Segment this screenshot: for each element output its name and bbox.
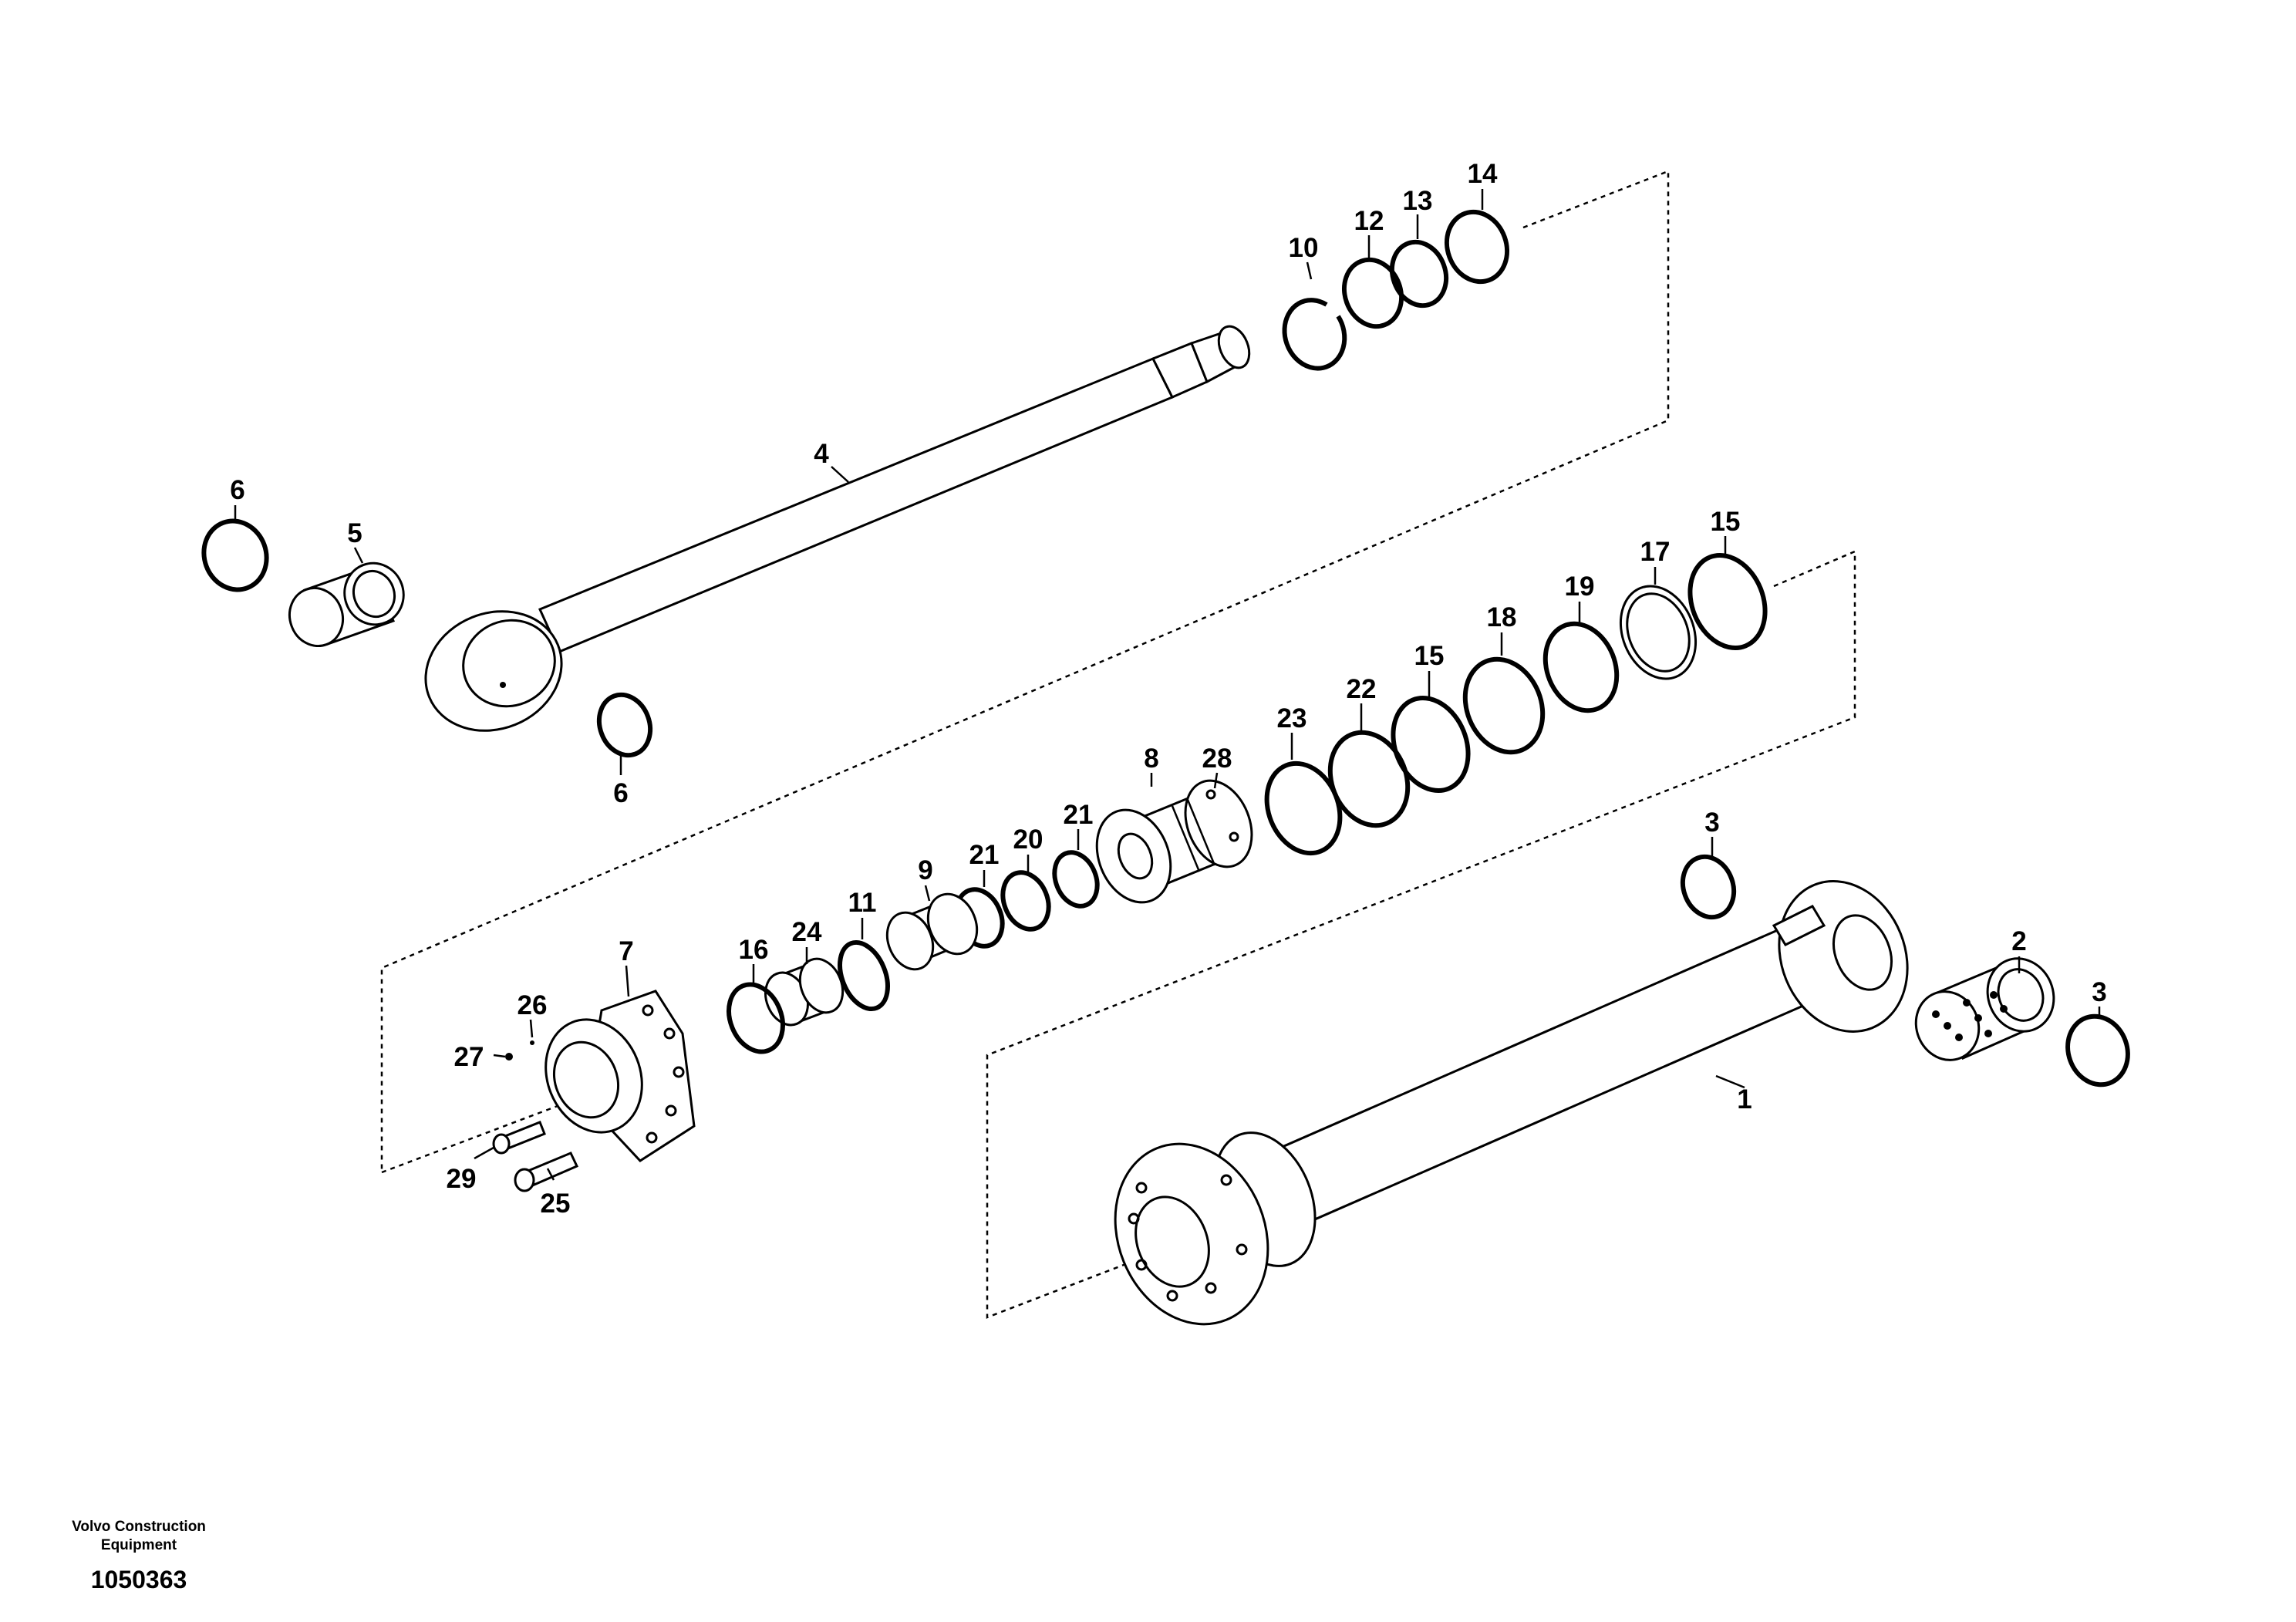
callout-17: 17 (1640, 537, 1671, 567)
callout-18: 18 (1487, 602, 1517, 632)
callout-9: 9 (918, 855, 932, 885)
piston-rod[interactable] (407, 322, 1255, 750)
callout-1: 1 (1737, 1084, 1752, 1114)
brand-line-1: Volvo Construction (72, 1519, 206, 1535)
ring-16[interactable] (720, 976, 793, 1060)
fitting-26[interactable] (530, 1040, 534, 1045)
callout-6-left: 6 (230, 475, 244, 505)
bushing-24[interactable] (758, 953, 851, 1031)
assembly-boundary-piston (986, 550, 1856, 1319)
callout-3-lower: 3 (2092, 977, 2106, 1007)
footer: Volvo Construction Equipment 1050363 (46, 1518, 231, 1594)
cylinder-barrel[interactable] (1089, 862, 1930, 1347)
callout-5: 5 (347, 518, 362, 548)
callout-6-lower: 6 (613, 778, 628, 808)
callout-20: 20 (1013, 824, 1043, 855)
callout-12: 12 (1354, 206, 1384, 236)
callout-7: 7 (619, 936, 633, 966)
bolt-25[interactable] (514, 1152, 579, 1192)
ring-15-a[interactable] (1380, 686, 1482, 801)
callout-28: 28 (1202, 744, 1232, 774)
callout-21-b: 21 (1064, 800, 1094, 830)
ring-15-b[interactable] (1677, 544, 1778, 659)
ring-12[interactable] (1335, 251, 1411, 334)
ring-18[interactable] (1451, 648, 1556, 764)
ring-22[interactable] (1317, 721, 1421, 838)
ring-11[interactable] (831, 936, 897, 1016)
callout-13: 13 (1403, 186, 1433, 216)
ball-28-b[interactable] (1229, 831, 1239, 842)
callout-21-a: 21 (969, 840, 1000, 870)
cylinder-head[interactable] (529, 990, 696, 1162)
assembly-boundary-rod (380, 170, 1670, 1172)
ring-6-left[interactable] (194, 512, 276, 599)
callout-4: 4 (814, 439, 829, 469)
callout-11: 11 (848, 888, 877, 918)
ring-3-upper[interactable] (1674, 849, 1742, 924)
ring-23[interactable] (1254, 753, 1353, 865)
callout-labels: 1 2 3 3 4 5 6 6 7 8 9 10 11 12 13 14 15 … (230, 159, 2106, 1219)
callout-15-a: 15 (1414, 641, 1445, 671)
ring-20[interactable] (995, 865, 1057, 936)
callout-15-b: 15 (1711, 507, 1741, 537)
callout-19: 19 (1565, 572, 1595, 602)
callout-22: 22 (1347, 674, 1377, 704)
callout-8: 8 (1144, 744, 1158, 774)
ring-6-lower[interactable] (591, 687, 659, 762)
callout-26: 26 (518, 990, 548, 1020)
callout-10: 10 (1289, 233, 1319, 263)
callout-3-upper: 3 (1704, 808, 1719, 838)
callout-24: 24 (792, 917, 822, 947)
ring-21-b[interactable] (1047, 846, 1104, 912)
callout-14: 14 (1468, 159, 1498, 189)
bolt-29[interactable] (492, 1121, 546, 1155)
bushing-9[interactable] (879, 887, 986, 976)
callout-27: 27 (454, 1042, 484, 1072)
ring-19[interactable] (1532, 613, 1629, 722)
callout-25: 25 (541, 1189, 571, 1219)
piston[interactable] (1084, 771, 1264, 913)
ring-17[interactable] (1607, 575, 1709, 690)
callout-16: 16 (739, 935, 769, 965)
snap-ring-10[interactable] (1282, 298, 1347, 371)
barrel-bushing[interactable] (1906, 949, 2065, 1070)
callout-2: 2 (2011, 926, 2026, 956)
ring-3-lower[interactable] (2058, 1008, 2137, 1094)
ring-13[interactable] (1384, 234, 1455, 313)
callout-23: 23 (1277, 703, 1307, 733)
brand-line-2: Equipment (100, 1537, 177, 1553)
document-number: 1050363 (90, 1566, 187, 1593)
rod-bushing[interactable] (282, 555, 412, 653)
callout-29: 29 (447, 1164, 477, 1194)
ring-14[interactable] (1438, 204, 1517, 290)
ball-28-a[interactable] (1205, 789, 1216, 800)
leader-lines (234, 189, 2101, 1181)
fitting-27[interactable] (505, 1053, 513, 1061)
